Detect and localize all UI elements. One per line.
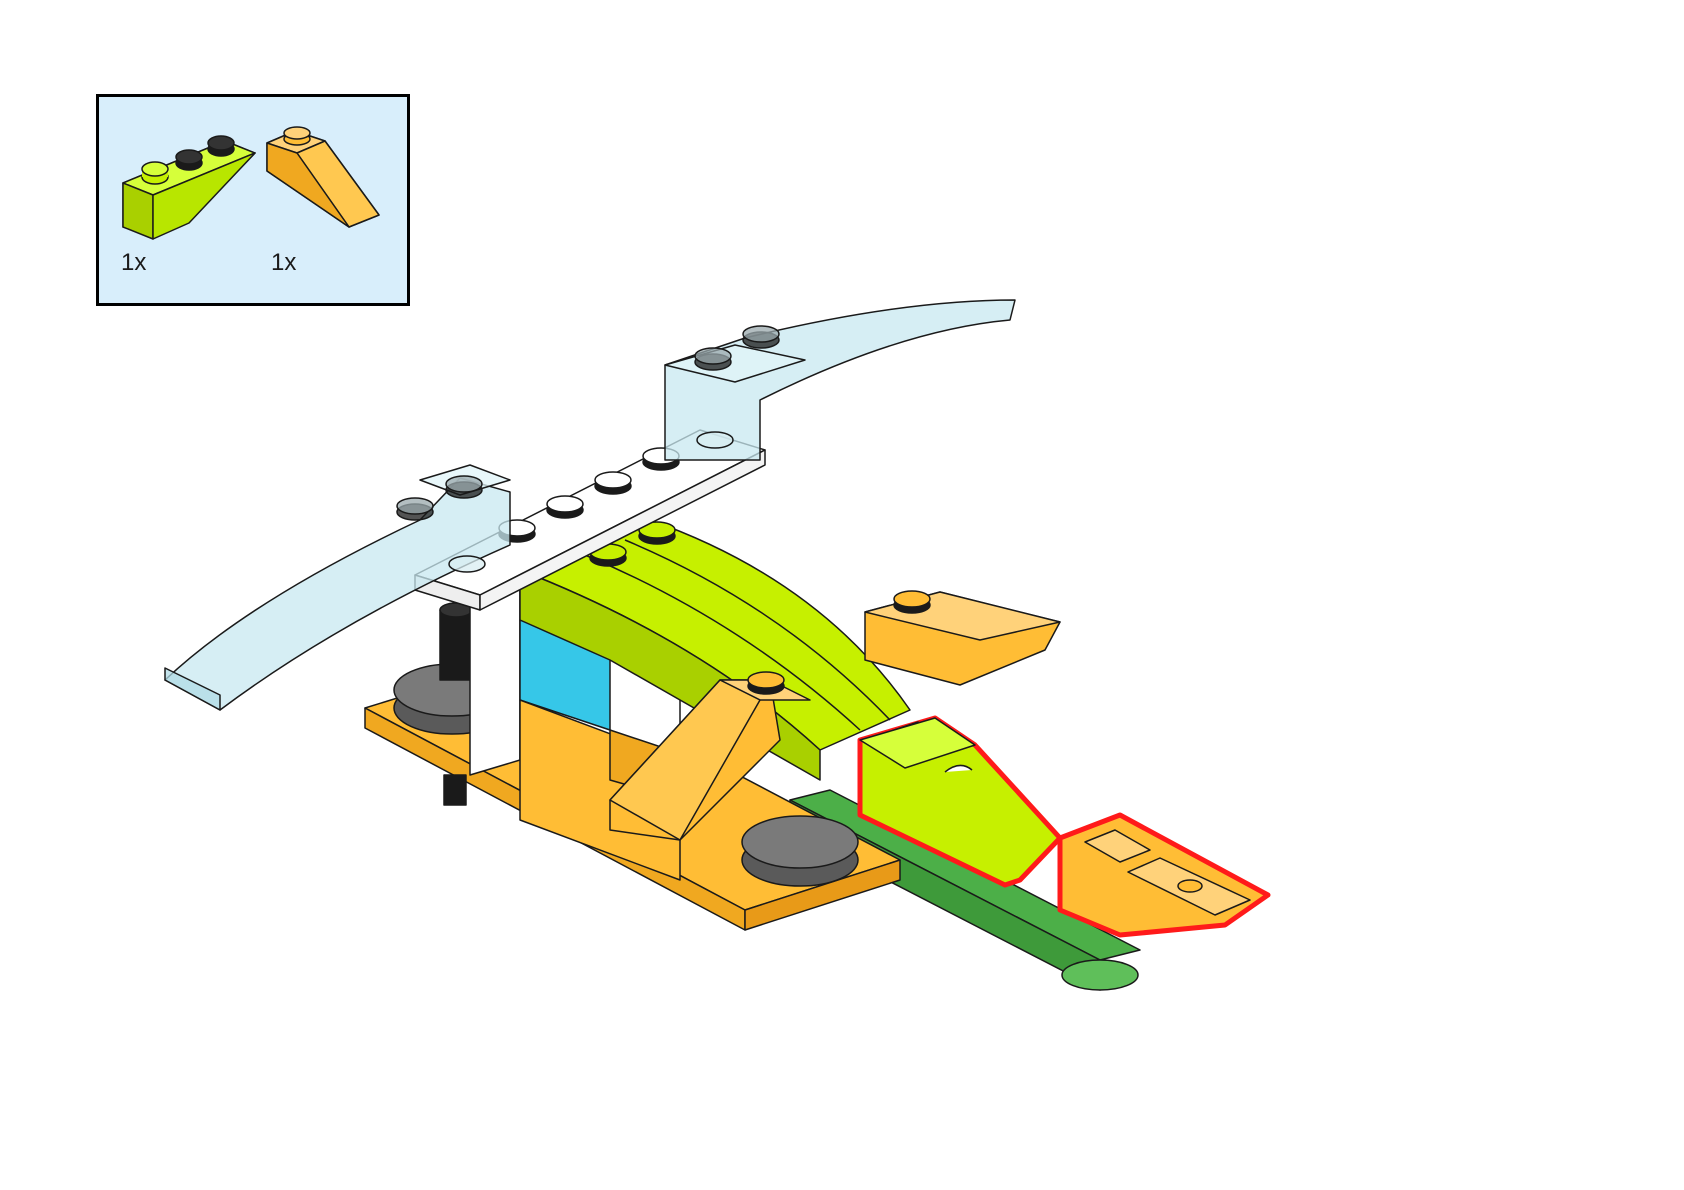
wheel-right: [741, 815, 859, 887]
rotor-blade-left: [164, 464, 511, 711]
parts-callout: 1x 1x: [96, 94, 410, 306]
part-orange-slope: [266, 126, 380, 228]
parts-callout-illustrations: [122, 126, 380, 240]
rotor-blade-right: [664, 299, 1016, 461]
quantity-label: 1x: [271, 249, 297, 276]
quantity-label: 1x: [121, 249, 147, 276]
new-part-orange-slope: [1057, 812, 1271, 938]
part-lime-inverted-slope: [122, 135, 256, 240]
orange-slope-rear: [864, 590, 1061, 686]
new-part-lime-inverted-slope: [857, 715, 1063, 888]
orange-slope-front: [609, 671, 811, 841]
